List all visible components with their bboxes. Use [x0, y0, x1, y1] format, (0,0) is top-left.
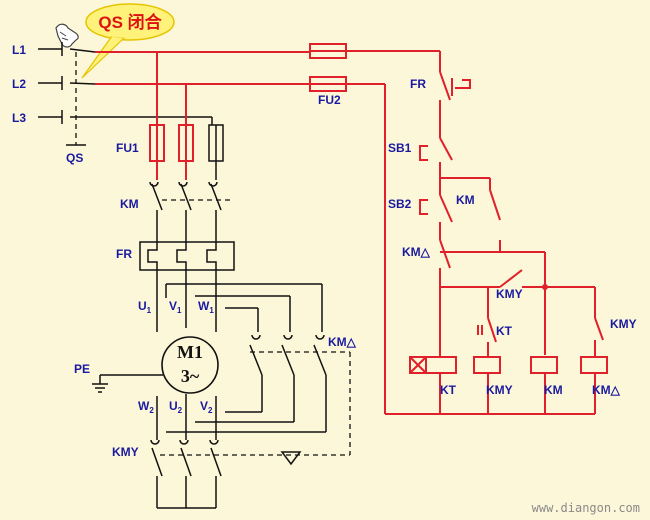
- label-pe: PE: [74, 362, 90, 376]
- label-l2: L2: [12, 77, 26, 91]
- terminal-w2: W2: [138, 399, 154, 415]
- label-fr-power: FR: [116, 247, 132, 261]
- label-kmy-coil: KMY: [486, 383, 513, 397]
- label-kmy-contact: KMY: [496, 287, 523, 301]
- terminal-u1: U1: [138, 299, 152, 315]
- label-km-main: KM: [120, 197, 139, 211]
- label-l3: L3: [12, 111, 26, 125]
- label-km-delta-coil: KM△: [592, 383, 621, 397]
- label-kmy-power: KMY: [112, 445, 139, 459]
- label-km-delta-ctrl: KM△: [402, 245, 431, 259]
- pointing-hand-icon: [55, 23, 79, 48]
- label-kt-coil: KT: [440, 383, 457, 397]
- callout-text: QS 闭合: [98, 12, 162, 32]
- watermark: www.diangon.com: [532, 501, 640, 515]
- label-km-hold: KM: [456, 193, 475, 207]
- power-circuit: M1 3~: [92, 52, 351, 509]
- label-kmy-nc: KMY: [610, 317, 637, 331]
- label-sb2: SB2: [388, 197, 412, 211]
- label-fu2: FU2: [318, 93, 341, 107]
- control-circuit: [309, 43, 608, 415]
- qs-closed-callout: QS 闭合: [81, 3, 175, 79]
- label-l1: L1: [12, 43, 26, 57]
- label-fr-control: FR: [410, 77, 426, 91]
- label-km-delta-power: KM△: [328, 335, 357, 349]
- labels: L1 L2 L3 QS FU1 FU2 KM FR FR SB1 SB2 KM …: [12, 43, 637, 459]
- label-fu1: FU1: [116, 141, 139, 155]
- label-qs: QS: [66, 151, 83, 165]
- label-km-coil: KM: [544, 383, 563, 397]
- motor-label-m1: M1: [177, 342, 203, 362]
- label-kt-contact: KT: [496, 324, 513, 338]
- terminal-u2: U2: [169, 399, 183, 415]
- motor-label-phase: 3~: [181, 366, 200, 386]
- terminal-v1: V1: [169, 299, 182, 315]
- qs-switch: [61, 42, 96, 146]
- label-sb1: SB1: [388, 141, 412, 155]
- phase-lines: [38, 48, 310, 118]
- terminal-w1: W1: [198, 299, 214, 315]
- terminal-v2: V2: [200, 399, 213, 415]
